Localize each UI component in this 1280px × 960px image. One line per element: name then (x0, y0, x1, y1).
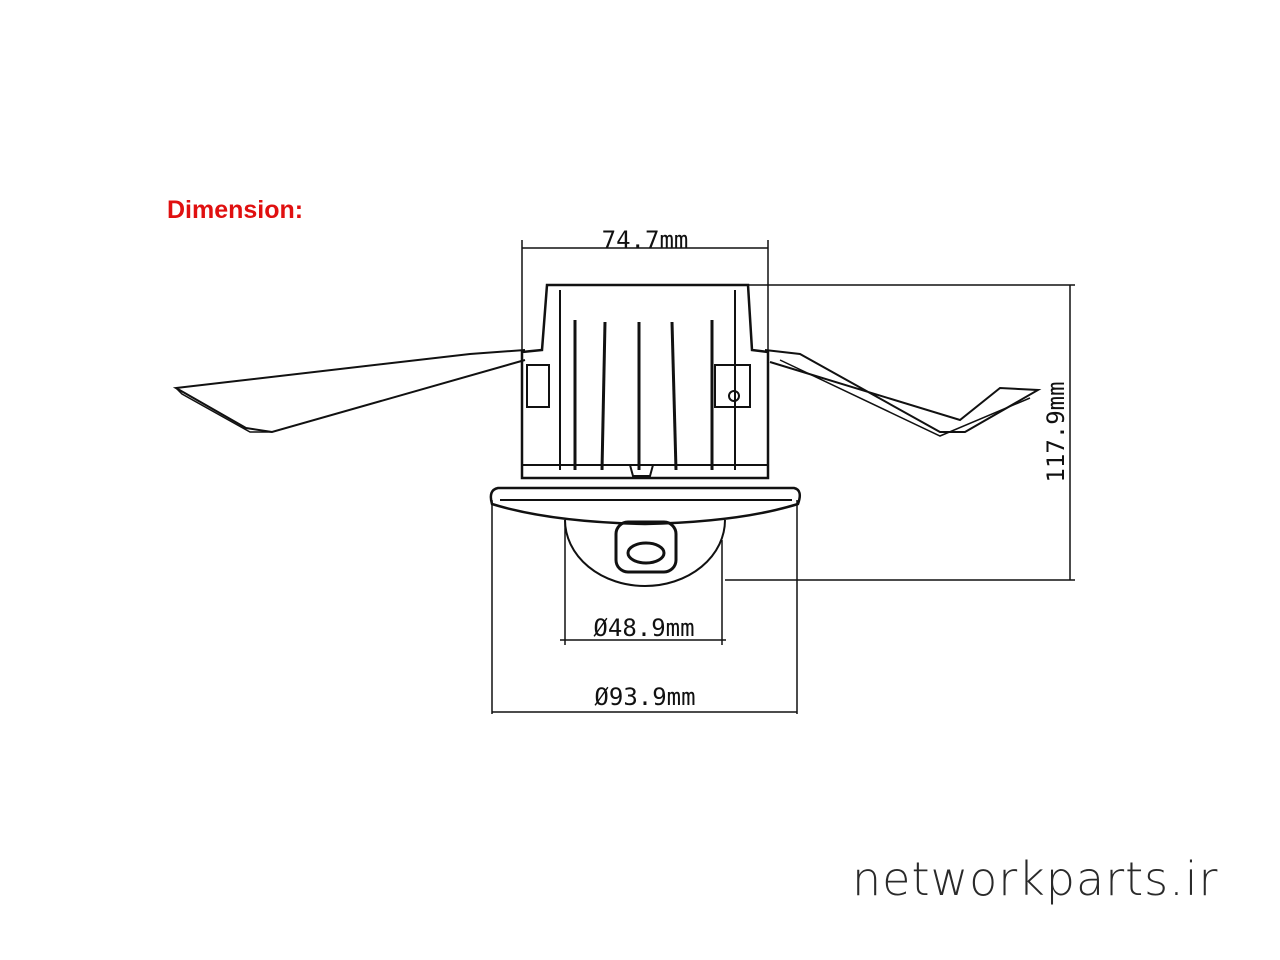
flange-diameter-label: Ø93.9mm (594, 683, 695, 711)
width-label: 74.7mm (602, 226, 689, 254)
camera-housing (520, 283, 770, 480)
dimension-heading: Dimension: (167, 196, 304, 224)
flange-diameter-dimension (491, 500, 798, 714)
right-mounting-clip (764, 349, 1042, 437)
watermark-logo: networkparts.ir (852, 852, 1219, 906)
height-label: 117.9mm (1042, 381, 1070, 482)
camera-dome (564, 519, 726, 587)
left-mounting-clip (172, 349, 526, 434)
dome-diameter-dimension (560, 520, 726, 645)
trim-ring-flange (489, 486, 802, 526)
dome-diameter-label: Ø48.9mm (593, 614, 694, 642)
width-dimension (521, 240, 769, 350)
height-dimension (725, 284, 1075, 581)
